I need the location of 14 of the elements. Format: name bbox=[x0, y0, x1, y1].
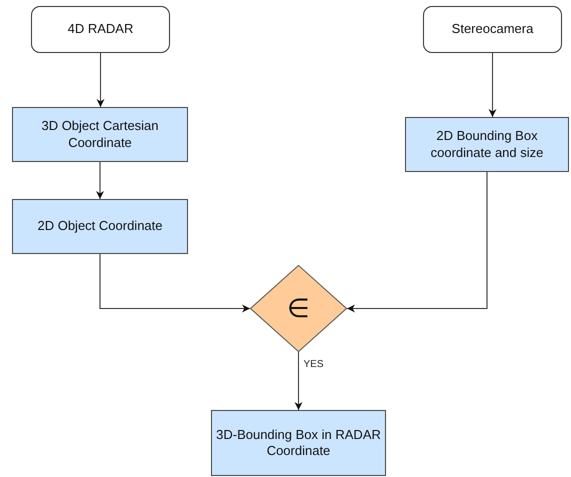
process-box: 3D Object Cartesian Coordinate bbox=[12, 107, 188, 162]
terminal-box: Stereocamera bbox=[423, 6, 562, 53]
arrow bbox=[346, 172, 488, 312]
process-box: 2D Bounding Box coordinate and size bbox=[405, 117, 569, 172]
arrow bbox=[488, 52, 496, 118]
arrow bbox=[96, 52, 104, 108]
process-box: 2D Object Coordinate bbox=[12, 199, 188, 254]
arrow bbox=[294, 352, 302, 410]
decision-diamond: ∈ bbox=[250, 265, 347, 352]
arrow bbox=[100, 254, 250, 312]
arrow bbox=[96, 162, 104, 200]
edge-label: YES bbox=[302, 359, 325, 370]
terminal-box: 4D RADAR bbox=[31, 6, 170, 53]
process-box: 3D-Bounding Box in RADAR Coordinate bbox=[211, 410, 386, 476]
